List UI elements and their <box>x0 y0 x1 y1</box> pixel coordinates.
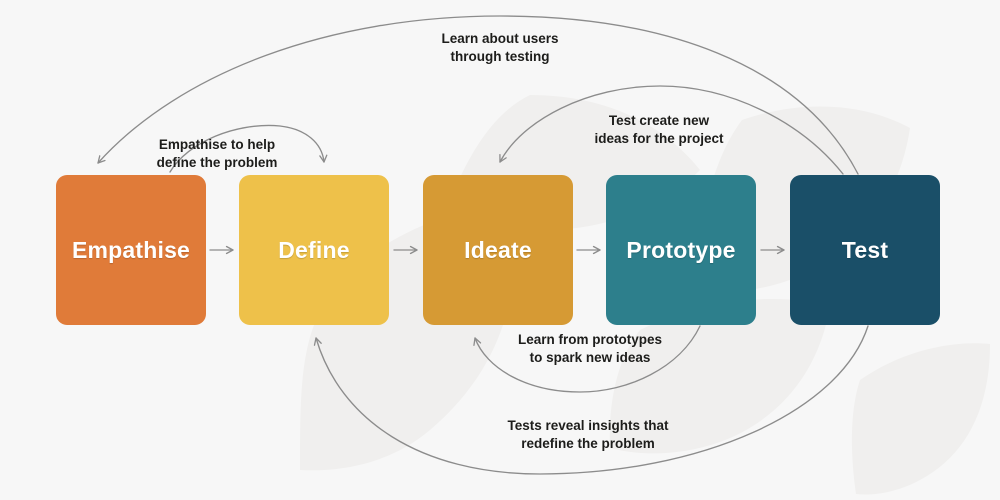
stage-label-ideate: Ideate <box>464 236 532 263</box>
annotation-test-create-new-ideas: Test create new ideas for the project <box>594 113 724 146</box>
stage-box-ideate[interactable]: Ideate <box>423 175 573 325</box>
stage-label-define: Define <box>278 236 350 263</box>
loop-test-to-empathise <box>97 15 859 175</box>
loop-test-to-ideate <box>499 85 844 175</box>
stage-box-test[interactable]: Test <box>790 175 940 325</box>
annotation-learn-about-users: Learn about users through testing <box>441 31 559 64</box>
stage-box-empathise[interactable]: Empathise <box>56 175 206 325</box>
loop-prototype-to-ideate <box>473 325 701 393</box>
annotation-empathise-to-define: Empathise to help define the problem <box>156 137 278 170</box>
annotation-learn-from-prototypes: Learn from prototypes to spark new ideas <box>517 332 663 365</box>
stage-box-prototype[interactable]: Prototype <box>606 175 756 325</box>
stage-label-test: Test <box>841 236 889 263</box>
stage-label-empathise: Empathise <box>71 236 191 263</box>
annotation-tests-reveal-insights: Tests reveal insights that redefine the … <box>507 418 669 451</box>
loop-empathise-to-define <box>169 124 328 173</box>
stage-box-define[interactable]: Define <box>239 175 389 325</box>
loop-test-to-define <box>313 325 869 475</box>
stage-label-prototype: Prototype <box>626 236 736 263</box>
